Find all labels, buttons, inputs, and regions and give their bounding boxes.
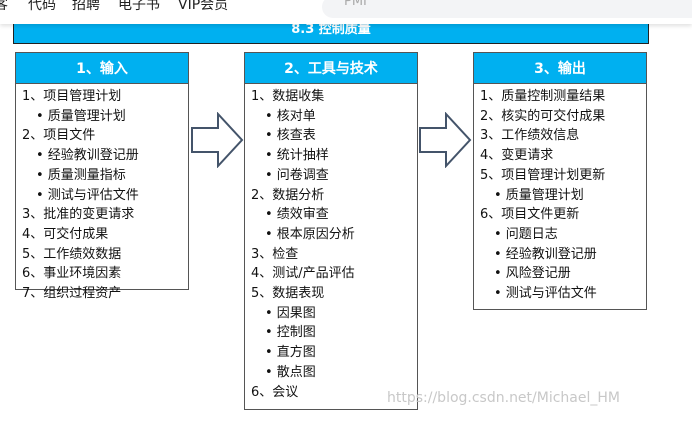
nav-item[interactable]: 客 [0, 0, 8, 13]
list-item: 5、项目管理计划更新 [480, 167, 606, 183]
list-item: • 经验教训登记册 [494, 246, 597, 262]
list-item: 5、工作绩效数据 [22, 246, 122, 262]
list-item: 6、会议 [251, 384, 299, 400]
list-item: • 统计抽样 [265, 148, 329, 164]
list-item: • 质量管理计划 [36, 108, 126, 124]
search-value: PMI [344, 0, 367, 9]
list-item: 7、组织过程资产 [22, 286, 122, 302]
watermark: https://blog.csdn.net/Michael_HM [387, 390, 620, 406]
list-item: 1、质量控制测量结果 [480, 89, 606, 104]
list-item: 2、数据分析 [251, 187, 325, 203]
list-item: • 控制图 [265, 325, 316, 341]
list-item: • 根本原因分析 [265, 226, 355, 242]
arrow-right-icon [191, 112, 244, 168]
list-item: 4、可交付成果 [22, 226, 109, 242]
top-nav: 客 代码 招聘 电子书 VIP会员 PMI [0, 0, 692, 24]
list-item: 4、测试/产品评估 [251, 266, 355, 282]
nav-item[interactable]: 代码 [28, 0, 56, 13]
list-item: • 绩效审查 [265, 207, 329, 223]
list-item: • 因果图 [265, 305, 316, 321]
list-item: 1、项目管理计划 [22, 89, 122, 104]
column-body: 1、项目管理计划 • 质量管理计划 2、项目文件 • 经验教训登记册 • 质量测量指标 •… [15, 84, 189, 301]
column-body: 1、质量控制测量结果 2、核实的可交付成果 3、工作绩效信息 4、变更请求 5、项目管理… [473, 84, 647, 310]
list-item: • 经验教训登记册 [36, 148, 139, 164]
list-item: • 质量测量指标 [36, 167, 126, 183]
diagram-title: 8.3 控制质量 [13, 22, 649, 44]
column-header: 2、工具与技术 [244, 52, 418, 84]
search-input[interactable]: PMI [322, 0, 692, 18]
nav-item[interactable]: 招聘 [72, 0, 100, 13]
list-item: • 散点图 [265, 364, 316, 380]
list-item: 6、事业环境因素 [22, 266, 122, 282]
list-item: • 质量管理计划 [494, 187, 584, 203]
outputs-column: 3、输出 1、质量控制测量结果 2、核实的可交付成果 3、工作绩效信息 4、变更请求 5… [473, 52, 647, 310]
nav-item[interactable]: VIP会员 [178, 0, 229, 13]
list-item: • 测试与评估文件 [36, 187, 139, 203]
list-item: • 直方图 [265, 345, 316, 361]
list-item: 1、数据收集 [251, 89, 325, 104]
column-header: 3、输出 [473, 52, 647, 84]
list-item: • 问题日志 [494, 226, 558, 242]
list-item: 2、核实的可交付成果 [480, 108, 606, 124]
list-item: 2、项目文件 [22, 128, 96, 144]
list-item: 3、检查 [251, 246, 299, 262]
tools-column: 2、工具与技术 1、数据收集 • 核对单 • 核查表 • 统计抽样 • 问卷调查 2、数据… [244, 52, 418, 410]
list-item: 3、工作绩效信息 [480, 128, 580, 144]
list-item: 4、变更请求 [480, 148, 554, 164]
column-header: 1、输入 [15, 52, 189, 84]
list-item: • 问卷调查 [265, 167, 329, 183]
nav-item[interactable]: 电子书 [118, 0, 160, 13]
list-item: 6、项目文件更新 [480, 207, 580, 223]
list-item: • 风险登记册 [494, 266, 571, 282]
list-item: 5、数据表现 [251, 286, 325, 302]
list-item: • 测试与评估文件 [494, 286, 597, 302]
arrow-right-icon [419, 112, 472, 168]
list-item: • 核查表 [265, 128, 316, 144]
inputs-column: 1、输入 1、项目管理计划 • 质量管理计划 2、项目文件 • 经验教训登记册 • 质量… [15, 52, 189, 301]
column-body: 1、数据收集 • 核对单 • 核查表 • 统计抽样 • 问卷调查 2、数据分析 • 绩效审查… [244, 84, 418, 410]
list-item: 3、批准的变更请求 [22, 207, 135, 223]
list-item: • 核对单 [265, 108, 316, 124]
